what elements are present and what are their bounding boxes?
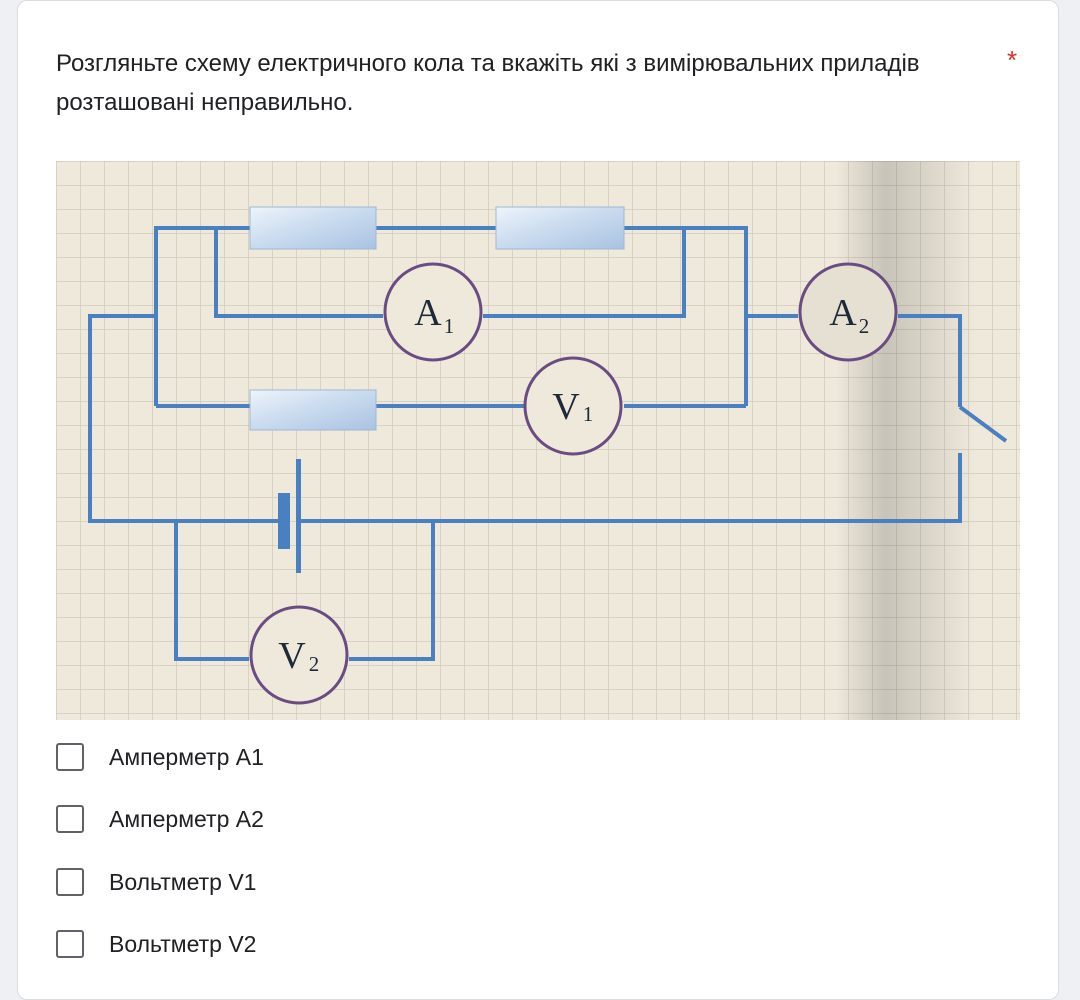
circuit-svg: A 1 A 2 V 1 V 2 — [56, 161, 1020, 720]
option-ammeter-a1[interactable]: Амперметр А1 — [56, 737, 556, 777]
voltmeter-v2: V 2 — [249, 605, 349, 705]
option-label: Амперметр А2 — [109, 805, 264, 832]
ammeter-a2: A 2 — [798, 262, 898, 362]
ammeter-a2-letter: A — [829, 292, 857, 334]
question-title: Розгляньте схему електричного кола та вк… — [56, 50, 920, 116]
voltmeter-v2-letter: V — [278, 635, 306, 677]
ammeter-a1: A 1 — [383, 262, 483, 362]
ammeter-a1-index: 1 — [444, 314, 455, 338]
option-label: Амперметр А1 — [109, 743, 264, 770]
page-fold-shadow — [836, 161, 976, 720]
required-asterisk: * — [1007, 45, 1018, 75]
checkbox-icon[interactable] — [56, 743, 84, 771]
battery-long-plate — [296, 459, 301, 573]
option-voltmeter-v1[interactable]: Вольтметр V1 — [56, 862, 556, 902]
checkbox-icon[interactable] — [56, 930, 84, 958]
resistor-3 — [249, 389, 377, 431]
ammeter-a2-index: 2 — [859, 314, 870, 338]
resistor-1 — [249, 206, 377, 250]
circuit-diagram-image: A 1 A 2 V 1 V 2 — [56, 161, 1020, 720]
battery-short-plate — [278, 493, 290, 549]
voltmeter-v2-index: 2 — [309, 652, 320, 676]
checkbox-icon[interactable] — [56, 805, 84, 833]
option-voltmeter-v2[interactable]: Вольтметр V2 — [56, 924, 556, 964]
voltmeter-v1-index: 1 — [583, 402, 594, 426]
option-ammeter-a2[interactable]: Амперметр А2 — [56, 799, 556, 839]
checkbox-icon[interactable] — [56, 868, 84, 896]
ammeter-a1-letter: A — [414, 292, 442, 334]
option-label: Вольтметр V1 — [109, 868, 257, 895]
resistor-2 — [495, 206, 625, 250]
voltmeter-v1-letter: V — [552, 386, 580, 428]
circuit-wires — [88, 226, 1008, 661]
voltmeter-v1: V 1 — [523, 356, 623, 456]
option-label: Вольтметр V2 — [109, 930, 257, 957]
